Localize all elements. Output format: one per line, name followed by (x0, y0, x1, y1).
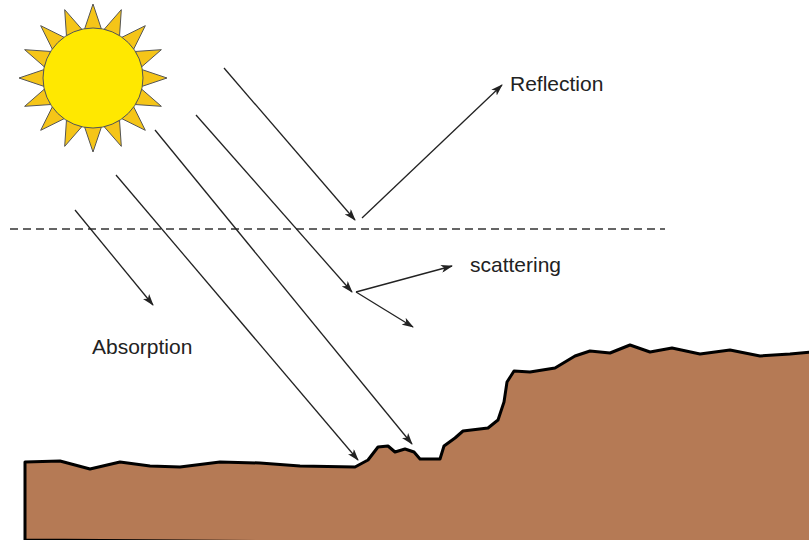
sun-ray (85, 127, 102, 152)
atmosphere-boundary (10, 228, 665, 229)
incoming-ray (116, 175, 358, 460)
scattered-ray (356, 292, 413, 327)
sun-disc (43, 28, 143, 128)
process-label: Absorption (92, 334, 192, 359)
absorbed-ray (75, 210, 153, 305)
incoming-ray (155, 130, 412, 444)
incoming-ray (224, 68, 355, 220)
reflected-ray (362, 85, 502, 218)
ground (25, 345, 809, 540)
incoming-ray (196, 115, 352, 292)
sun-ray (142, 70, 167, 87)
sun-ray (19, 70, 44, 87)
sun-ray (85, 4, 102, 29)
sun (19, 4, 167, 152)
scattered-ray (356, 266, 452, 292)
process-label: scattering (470, 252, 561, 277)
process-label: Reflection (510, 71, 603, 96)
ray-arrows (75, 68, 502, 460)
